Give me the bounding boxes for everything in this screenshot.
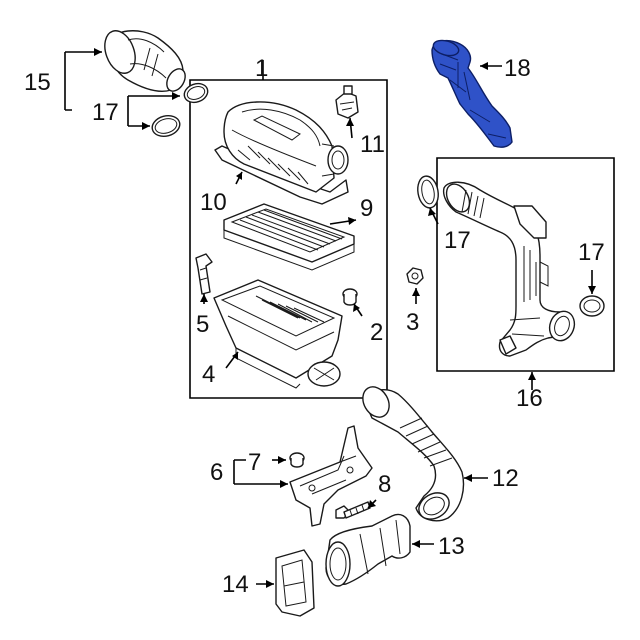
part-17-clamp-upper-a[interactable]: [182, 80, 211, 105]
callout-11[interactable]: 11: [360, 131, 385, 158]
callout-9[interactable]: 9: [360, 195, 373, 222]
part-13-duct[interactable]: [325, 513, 411, 587]
part-3-nut[interactable]: [406, 267, 424, 285]
part-15-intake-elbow[interactable]: [99, 27, 189, 95]
callout-14[interactable]: 14: [222, 571, 249, 598]
callout-4[interactable]: 4: [202, 361, 215, 388]
part-10-air-cleaner-cover[interactable]: [214, 101, 349, 205]
part-18-resonator-duct-highlighted[interactable]: [431, 38, 513, 148]
callout-2[interactable]: 2: [370, 319, 383, 346]
callout-5[interactable]: 5: [196, 311, 209, 338]
part-17-clamp-left[interactable]: [415, 175, 440, 210]
callout-17-upper[interactable]: 17: [92, 99, 119, 126]
callout-17-right[interactable]: 17: [578, 239, 605, 266]
part-2-grommet[interactable]: [342, 288, 358, 306]
part-11-sensor[interactable]: [335, 85, 359, 119]
callout-13[interactable]: 13: [438, 533, 465, 560]
assembly-16-frame: [436, 157, 615, 372]
callout-15[interactable]: 15: [24, 69, 51, 96]
callout-6[interactable]: 6: [210, 459, 223, 486]
callout-3[interactable]: 3: [406, 309, 419, 336]
part-9-filter-element[interactable]: [223, 203, 355, 271]
part-17-clamp-upper-b[interactable]: [150, 113, 182, 140]
part-12-lower-duct[interactable]: [358, 382, 465, 524]
part-17-clamp-right[interactable]: [579, 295, 605, 317]
part-16-intake-tube[interactable]: [442, 180, 579, 357]
callout-18[interactable]: 18: [504, 55, 531, 82]
callout-16[interactable]: 16: [516, 385, 543, 412]
part-6-bracket[interactable]: [289, 425, 373, 527]
leader-6: [233, 459, 288, 485]
callout-10[interactable]: 10: [200, 189, 227, 216]
callout-1[interactable]: 1: [255, 55, 268, 82]
part-4-lower-housing[interactable]: [213, 279, 343, 389]
callout-7[interactable]: 7: [248, 449, 261, 476]
callout-12[interactable]: 12: [492, 465, 519, 492]
part-8-bolt[interactable]: [335, 501, 371, 519]
part-7-grommet[interactable]: [289, 452, 305, 468]
callout-17-left[interactable]: 17: [444, 227, 471, 254]
part-5-clip[interactable]: [195, 253, 213, 295]
leader-arrowheads: [94, 48, 596, 588]
part-14-intake-guide[interactable]: [275, 549, 315, 617]
callout-8[interactable]: 8: [378, 471, 391, 498]
